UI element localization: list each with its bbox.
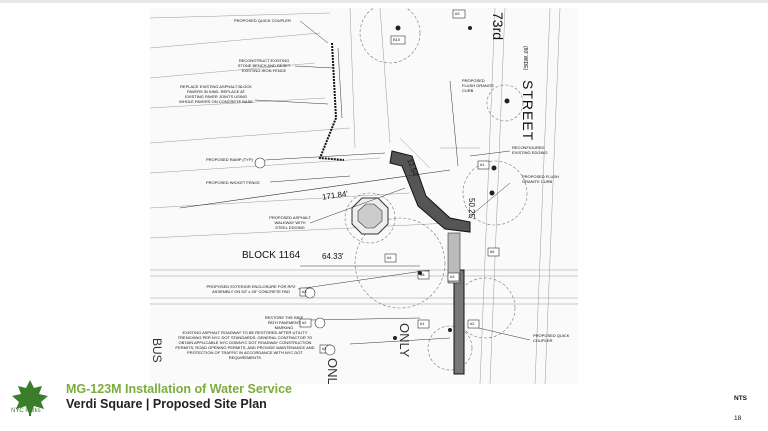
dimension-2: 64.33'	[322, 252, 344, 261]
fence-line	[318, 42, 345, 161]
tag-3: #1	[480, 162, 485, 167]
leader-lines	[254, 20, 531, 345]
callout-asphalt-pavers: REPLACE EXISTING ASPHALT BLOCK PAVERS IN…	[179, 84, 253, 104]
road-marking-only: ONLY	[325, 358, 340, 384]
street-name-bottom: STREET	[520, 80, 536, 142]
street-width: (80' WIDE)	[522, 46, 528, 71]
slide-subtitle: Verdi Square | Proposed Site Plan	[66, 397, 267, 411]
callout-flush-curb-2: PROPOSED FLUSH GRANITE CURB	[522, 174, 559, 184]
site-plan-svg	[150, 8, 578, 384]
street-name-top: 73rd	[490, 12, 506, 41]
logo-text: NYC Parks	[11, 408, 41, 414]
callout-flush-curb-1: PROPOSED FLUSH GRANITE CURB	[462, 78, 495, 93]
tag-5: #5	[490, 249, 495, 254]
callout-reconfigured-edging: RECONFIGURED EXISTING EDGING	[512, 145, 548, 155]
block-label: BLOCK 1164	[242, 250, 301, 261]
top-bar	[0, 0, 768, 3]
tag-9: #2	[470, 321, 475, 326]
callout-bike-path: RESTORE THE BIKE PATH PAVEMENT MARKING	[264, 315, 304, 330]
page-number: 18	[734, 415, 742, 422]
site-plan-drawing: 73rd (80' WIDE) STREET BLOCK 1164 171.84…	[150, 8, 578, 384]
callout-rpz-enclosure: PROPOSED EXTERIOR ENCLOSURE FOR RPZ ASSE…	[206, 284, 296, 294]
context-linework	[150, 8, 578, 384]
tag-12: #2	[322, 346, 327, 351]
callout-roadway-restore: EXISTING ASPHALT ROADWAY TO BE RESTORED …	[175, 330, 315, 360]
tag-10: #3	[302, 289, 307, 294]
callout-stone-bench: RECONSTRUCT EXISTING STONE BENCH AND RES…	[237, 58, 291, 73]
tag-4: #4	[387, 255, 392, 260]
dimension-3: 50.25'	[467, 198, 476, 220]
tree-canopies	[344, 8, 528, 371]
callout-wicket-fence: PROPOSED WICKET FENCE	[206, 180, 260, 185]
tag-8: #1	[420, 321, 425, 326]
callout-quick-coupler-top: PROPOSED QUICK COUPLER	[234, 18, 291, 23]
road-marking-bus: BUS	[150, 338, 164, 363]
road-marking-only-2: ONLY	[397, 323, 412, 358]
tag-11: #2	[302, 320, 307, 325]
tag-2: B10	[393, 37, 401, 42]
tag-6: #6	[420, 272, 425, 277]
callout-asphalt-walkway: PROPOSED ASPHALT WALKWAY WITH STEEL EDGI…	[269, 215, 311, 230]
callout-ramp: PROPOSED RAMP (TYP)	[206, 157, 253, 162]
slide-title: MG-123M Installation of Water Service	[66, 382, 292, 396]
service-trench	[453, 269, 465, 375]
proposed-walkway	[389, 150, 471, 233]
nyc-parks-leaf-icon	[12, 380, 48, 416]
callout-quick-coupler-bottom: PROPOSED QUICK COUPLER	[533, 333, 570, 343]
markers	[393, 25, 510, 340]
tag-1: #3	[455, 11, 460, 16]
scale-note: NTS	[734, 395, 747, 402]
tag-7: #3	[450, 274, 455, 279]
